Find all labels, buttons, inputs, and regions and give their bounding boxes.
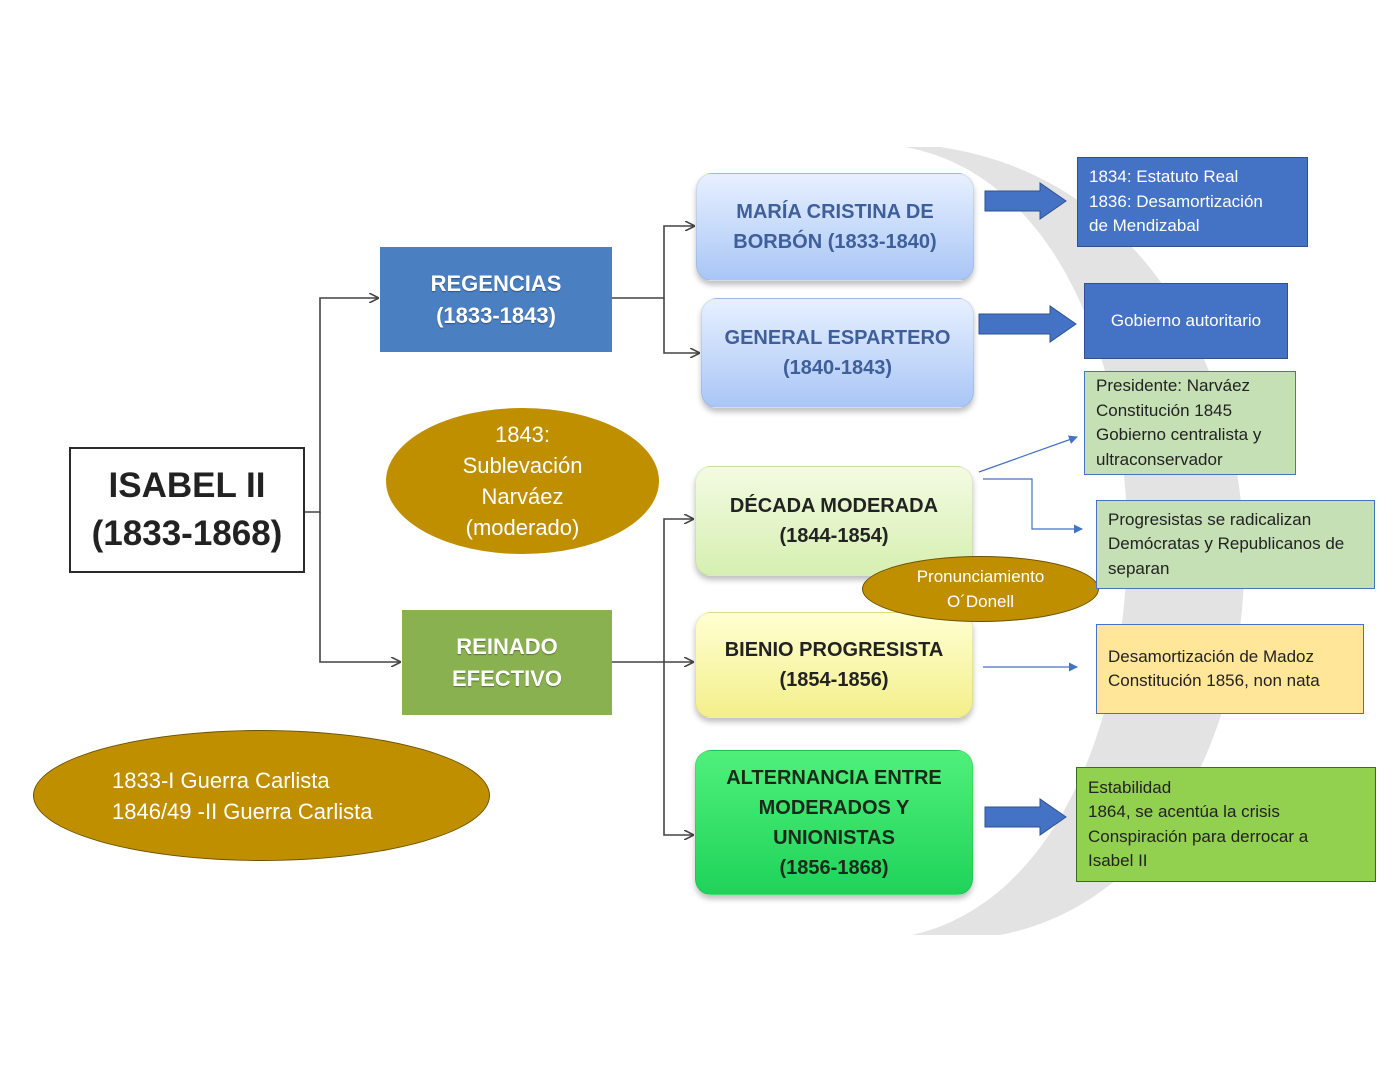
- branch-reinado-efectivo: REINADO EFECTIVO: [402, 610, 612, 715]
- thin-arrows: [978, 435, 1083, 672]
- root-isabel-ii: ISABEL II (1833-1868): [69, 447, 305, 573]
- info-espartero: Gobierno autoritario: [1084, 283, 1288, 359]
- info-decada-gobierno: Presidente: Narváez Constitución 1845 Go…: [1084, 371, 1296, 475]
- oval-sublevacion-line3: Narváez: [481, 484, 564, 509]
- period-alternancia-line4: (1856-1868): [779, 856, 889, 879]
- period-decada-line2: (1844-1854): [779, 525, 889, 547]
- info-alternancia: Estabilidad 1864, se acentúa la crisis C…: [1076, 767, 1376, 882]
- info-decada-b-line1: Progresistas se radicalizan: [1108, 509, 1312, 529]
- oval-sublevacion-line1: 1843:: [494, 422, 551, 447]
- period-bienio-line2: (1854-1856): [779, 669, 889, 691]
- oval-pronunciamiento-line2: O´Donell: [946, 592, 1015, 611]
- info-decada-a-line3: Gobierno centralista y: [1096, 425, 1262, 444]
- reinado-connectors: [612, 519, 693, 835]
- oval-guerras-line1: 1833-I Guerra Carlista: [112, 767, 330, 793]
- period-decada-line1: DÉCADA MODERADA: [729, 495, 939, 517]
- oval-pronunciamiento-line1: Pronunciamiento: [916, 567, 1045, 586]
- branch-reinado-label-2: EFECTIVO: [451, 665, 562, 691]
- regencias-connectors: [612, 226, 699, 353]
- oval-sublevacion-line2: Sublevación: [462, 453, 583, 478]
- info-maria-cristina: 1834: Estatuto Real 1836: Desamortizació…: [1077, 157, 1308, 247]
- info-alternancia-line4: Isabel II: [1088, 851, 1148, 870]
- period-maria-cristina-line2: BORBÓN (1833-1840): [733, 231, 937, 253]
- period-maria-cristina-line1: MARÍA CRISTINA DE: [736, 201, 934, 223]
- info-alternancia-line2: 1864, se acentúa la crisis: [1088, 802, 1280, 821]
- period-espartero-line2: (1840-1843): [783, 357, 892, 379]
- info-maria-cristina-line3: de Mendizabal: [1089, 216, 1200, 236]
- period-alternancia-line3: UNIONISTAS: [773, 826, 895, 849]
- period-maria-cristina: MARÍA CRISTINA DE BORBÓN (1833-1840): [696, 173, 974, 281]
- info-decada-a-line4: ultraconservador: [1096, 449, 1223, 469]
- branch-regencias-label: REGENCIAS: [430, 270, 562, 296]
- info-bienio: Desamortización de Madoz Constitución 18…: [1096, 624, 1364, 714]
- branch-reinado-label-1: REINADO: [456, 633, 558, 659]
- period-alternancia-line1: ALTERNANCIA ENTRE: [726, 766, 942, 789]
- arrow-alternancia: [984, 798, 1067, 836]
- root-years: (1833-1868): [91, 514, 283, 553]
- period-espartero: GENERAL ESPARTERO (1840-1843): [701, 298, 974, 408]
- info-decada-a-line1: Presidente: Narváez: [1096, 376, 1251, 395]
- branch-regencias-years: (1833-1843): [436, 302, 556, 328]
- branch-regencias: REGENCIAS (1833-1843): [380, 247, 612, 352]
- info-maria-cristina-line1: 1834: Estatuto Real: [1089, 167, 1239, 187]
- root-title: ISABEL II: [108, 466, 266, 505]
- period-espartero-line1: GENERAL ESPARTERO: [724, 327, 951, 349]
- info-alternancia-line1: Estabilidad: [1088, 777, 1172, 797]
- period-bienio-line1: BIENIO PROGRESISTA: [724, 639, 944, 661]
- info-decada-b-line2: Demócratas y Republicanos de: [1108, 534, 1345, 554]
- info-maria-cristina-line2: 1836: Desamortización: [1089, 191, 1263, 211]
- info-decada-b-line3: separan: [1108, 558, 1170, 578]
- period-decada-moderada: DÉCADA MODERADA (1844-1854): [695, 466, 973, 576]
- period-bienio-progresista: BIENIO PROGRESISTA (1854-1856): [695, 612, 973, 718]
- root-connectors: [305, 298, 400, 662]
- info-bienio-line2: Constitución 1856, non nata: [1108, 671, 1320, 690]
- oval-sublevacion-line4: (moderado): [465, 515, 580, 540]
- oval-sublevacion-narvaez: 1843: Sublevación Narváez (moderado): [386, 408, 659, 554]
- period-alternancia-line2: MODERADOS Y: [758, 796, 910, 819]
- period-alternancia: ALTERNANCIA ENTRE MODERADOS Y UNIONISTAS…: [695, 750, 973, 895]
- info-decada-a-line2: Constitución 1845: [1096, 400, 1233, 420]
- info-bienio-line1: Desamortización de Madoz: [1108, 646, 1314, 666]
- arrow-espartero: [978, 305, 1077, 343]
- info-alternancia-line3: Conspiración para derrocar a: [1088, 826, 1309, 846]
- info-espartero-line1: Gobierno autoritario: [1110, 310, 1262, 330]
- info-decada-progresistas: Progresistas se radicalizan Demócratas y…: [1096, 500, 1375, 589]
- arrow-maria-cristina: [984, 182, 1067, 220]
- oval-pronunciamiento: Pronunciamiento O´Donell: [862, 556, 1099, 622]
- oval-guerras-line2: 1846/49 -II Guerra Carlista: [112, 798, 373, 824]
- oval-guerras-carlistas: 1833-I Guerra Carlista 1846/49 -II Guerr…: [33, 730, 490, 861]
